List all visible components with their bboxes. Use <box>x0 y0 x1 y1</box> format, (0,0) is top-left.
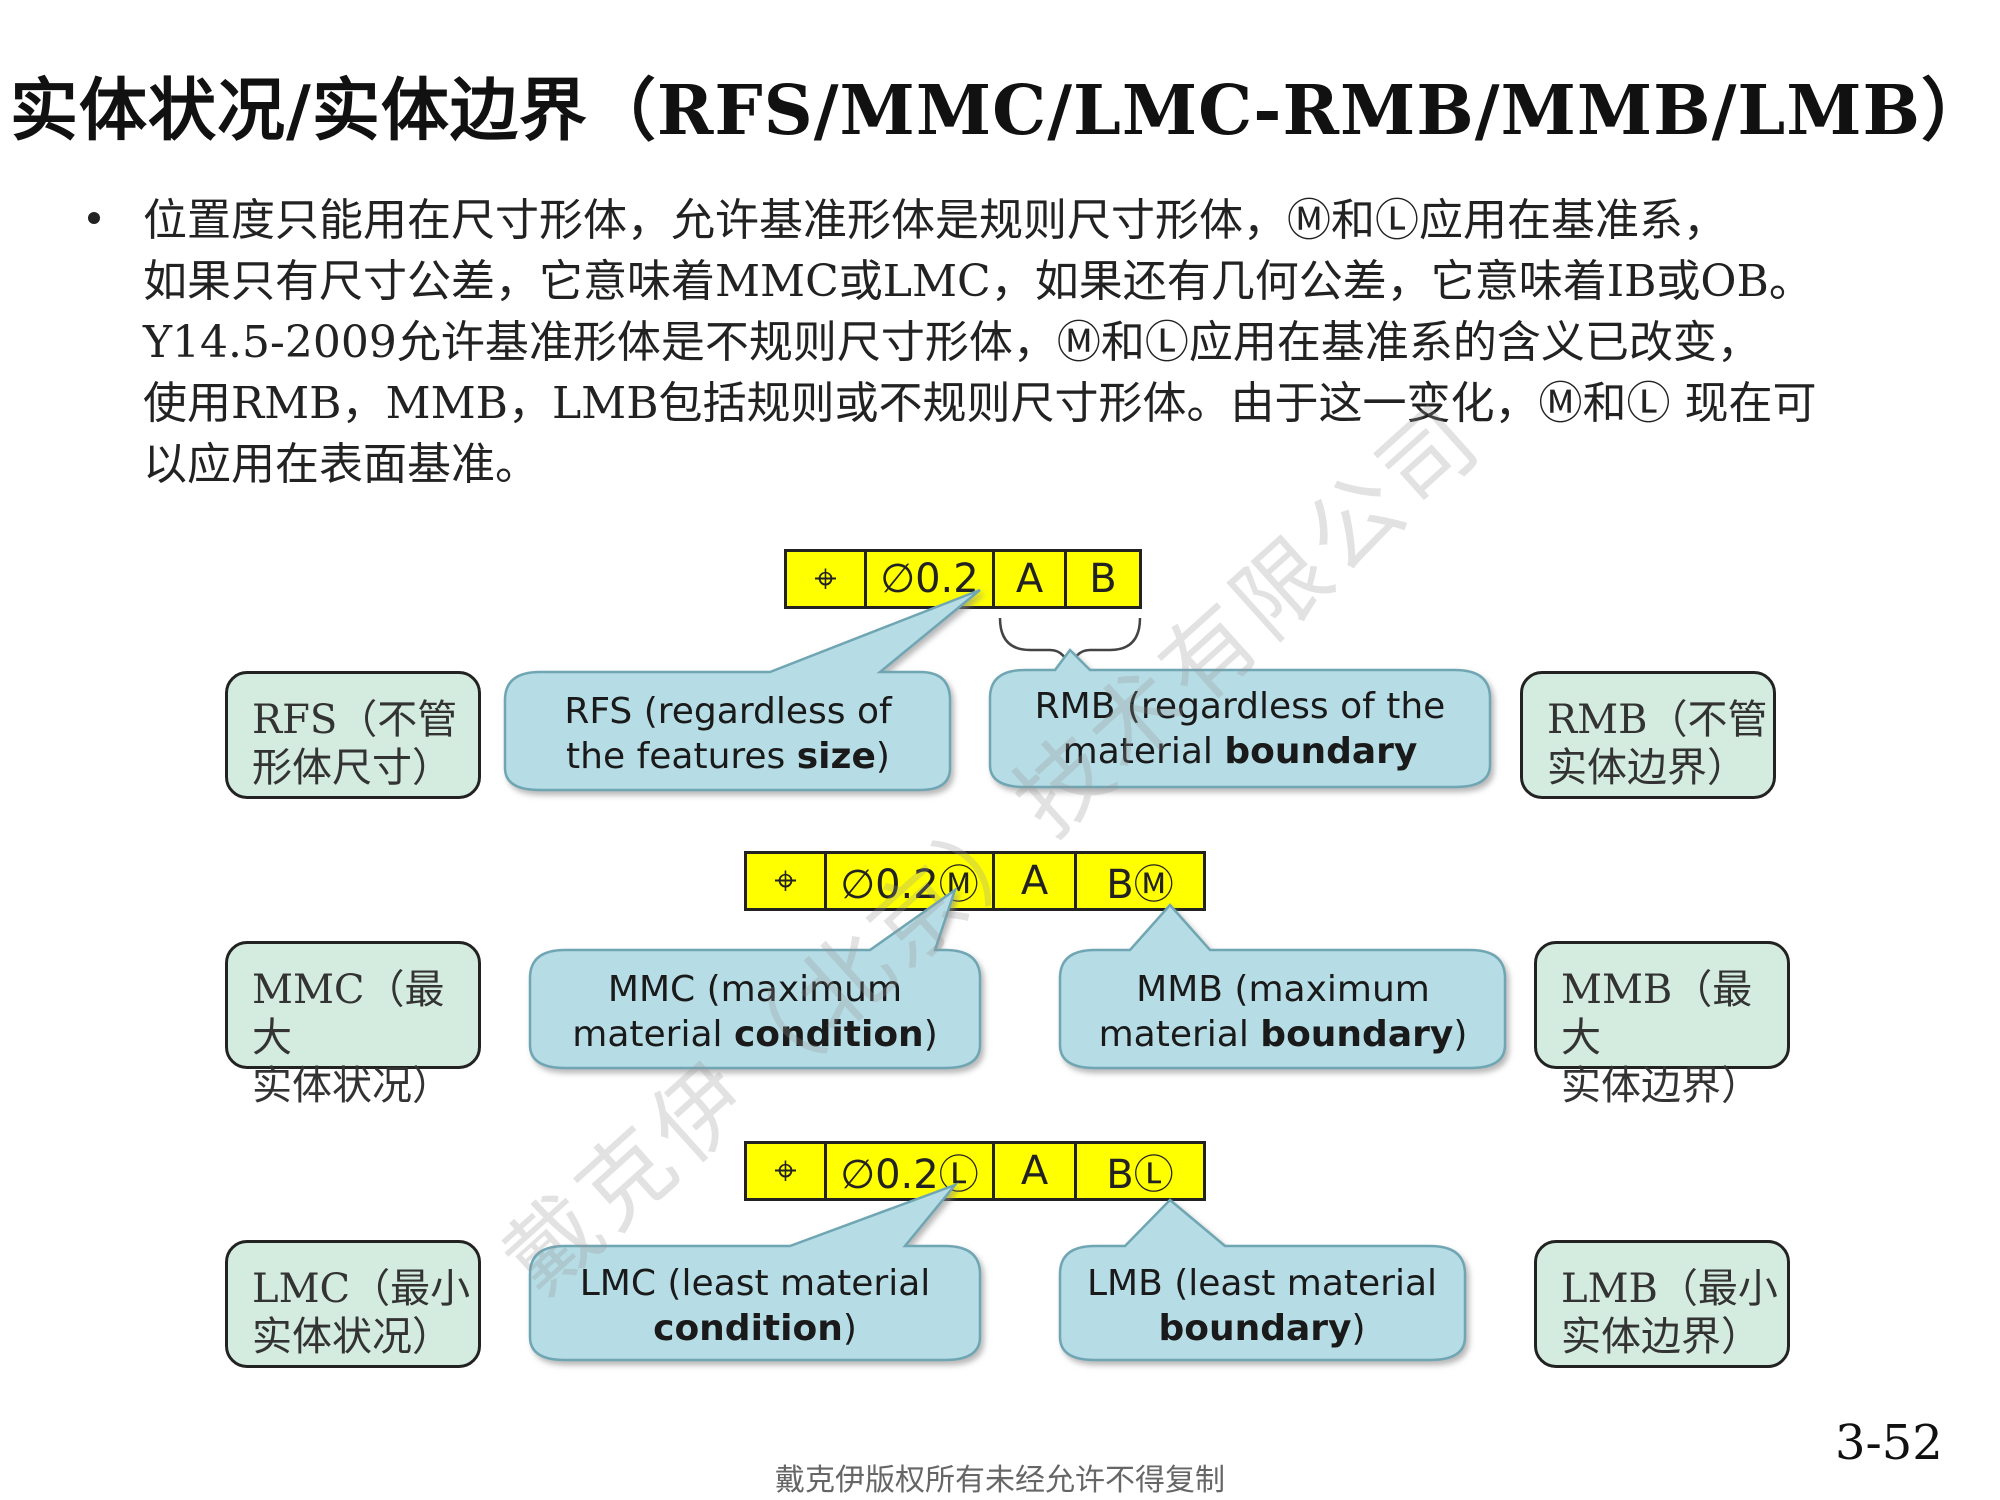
rmb-callout-line2: material boundary <box>1063 731 1418 772</box>
paragraph-line: 以应用在表面基准。 <box>143 439 539 490</box>
datum-a-cell: A <box>995 854 1077 908</box>
note-line: MMC（最大 <box>252 967 445 1061</box>
page-title: 实体状况/实体边界（RFS/MMC/LMC-RMB/MMB/LMB） <box>9 71 1990 151</box>
lmb-callout-line2: boundary) <box>1158 1308 1365 1349</box>
mmb-callout-line2: material boundary) <box>1099 1014 1468 1055</box>
rmb-note: RMB（不管 实体边界） <box>1520 671 1776 799</box>
bullet-icon <box>88 212 100 224</box>
mmc-note: MMC（最大 实体状况） <box>225 941 481 1109</box>
lmc-callout-bubble <box>528 1182 982 1362</box>
body-paragraph: 位置度只能用在尺寸形体，允许基准形体是规则尺寸形体，Ⓜ和Ⓛ应用在基准系， 如果只… <box>143 190 1933 495</box>
mmb-callout-line1: MMB (maximum <box>1136 969 1430 1010</box>
rfs-callout-bubble <box>503 588 981 792</box>
datum-b-cell: B <box>1089 556 1117 602</box>
page-number: 3-52 <box>1835 1415 1943 1471</box>
datum-b-cell: BⓁ <box>1106 1152 1174 1198</box>
note-line: RFS（不管 <box>252 697 458 743</box>
note-line: MMB（最大 <box>1561 967 1753 1061</box>
paragraph-line: 如果只有尺寸公差，它意味着MMC或LMC，如果还有几何公差，它意味着IB或OB。 <box>143 256 1813 307</box>
lmc-note: LMC（最小 实体状况） <box>225 1240 481 1368</box>
paragraph-line: Y14.5-2009允许基准形体是不规则尺寸形体，Ⓜ和Ⓛ应用在基准系的含义已改变… <box>143 317 1761 368</box>
note-line: 实体状况） <box>252 1063 452 1109</box>
note-line: LMB（最小 <box>1561 1266 1778 1312</box>
rfs-callout-line1: RFS (regardless of <box>564 691 893 732</box>
rmb-callout-line1: RMB (regardless of the <box>1035 686 1446 727</box>
rfs-note: RFS（不管 形体尺寸） <box>225 671 481 799</box>
paragraph-line: 位置度只能用在尺寸形体，允许基准形体是规则尺寸形体，Ⓜ和Ⓛ应用在基准系， <box>143 195 1727 246</box>
rfs-callout-line2: the features size) <box>566 736 890 777</box>
lmc-callout-line2: condition) <box>653 1308 857 1349</box>
lmb-callout-bubble <box>1058 1198 1467 1362</box>
feature-control-frame-mmc: ⌖ ∅0.2Ⓜ A BⓂ <box>744 851 1206 911</box>
note-line: 实体边界） <box>1561 1314 1761 1360</box>
lmb-callout-line1: LMB (least material <box>1087 1263 1437 1304</box>
datum-a-cell: A <box>995 1144 1077 1198</box>
lmc-callout-line1: LMC (least material <box>580 1263 931 1304</box>
position-symbol-icon: ⌖ <box>747 1144 827 1198</box>
note-line: RMB（不管 <box>1547 697 1768 743</box>
datum-a-cell: A <box>995 552 1067 606</box>
tolerance-cell: ∅0.2 <box>867 552 995 606</box>
copyright-footer: 戴克伊版权所有未经允许不得复制 <box>775 1463 1225 1498</box>
rmb-callout-bubble <box>988 648 1492 789</box>
mmc-callout-line1: MMC (maximum <box>608 969 902 1010</box>
note-line: LMC（最小 <box>252 1266 471 1312</box>
position-symbol-icon: ⌖ <box>787 552 867 606</box>
lmb-note: LMB（最小 实体边界） <box>1534 1240 1790 1368</box>
position-symbol-icon: ⌖ <box>747 854 827 908</box>
mmb-callout-bubble <box>1058 903 1507 1070</box>
note-line: 实体状况） <box>252 1314 452 1360</box>
datum-b-cell: BⓂ <box>1106 862 1174 908</box>
tolerance-cell: ∅0.2Ⓛ <box>827 1144 995 1198</box>
paragraph-line: 使用RMB，MMB，LMB包括规则或不规则尺寸形体。由于这一变化，Ⓜ和Ⓛ 现在可 <box>143 378 1817 429</box>
note-line: 实体边界） <box>1547 745 1747 791</box>
note-line: 实体边界） <box>1561 1063 1761 1109</box>
tolerance-cell: ∅0.2Ⓜ <box>827 854 995 908</box>
note-line: 形体尺寸） <box>252 745 452 791</box>
feature-control-frame-lmc: ⌖ ∅0.2Ⓛ A BⓁ <box>744 1141 1206 1201</box>
mmc-callout-bubble <box>528 886 982 1070</box>
mmc-callout-line2: material condition) <box>572 1014 937 1055</box>
mmb-note: MMB（最大 实体边界） <box>1534 941 1790 1109</box>
